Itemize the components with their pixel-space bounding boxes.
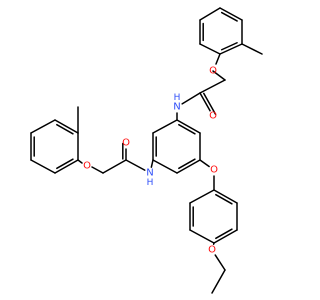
bond-33: [56, 158, 74, 170]
atom-labels: O O N H O O N H O O: [83, 66, 218, 256]
atom-o-left-carbonyl: O: [122, 138, 130, 149]
bond-10: [181, 92, 201, 105]
atom-o-ethoxy: O: [208, 245, 216, 256]
atom-o-top-carbonyl: O: [209, 111, 217, 122]
bond-45: [213, 189, 238, 204]
bond-56: [211, 269, 226, 294]
bond-19: [219, 7, 243, 21]
bond-1: [178, 123, 196, 135]
bond-15: [199, 43, 221, 55]
bond-13: [199, 79, 226, 94]
atom-n-left: N: [146, 168, 153, 179]
molecule-structure: O O N H O O N H O O: [30, 7, 263, 294]
atom-o-aryl-ether: O: [210, 165, 218, 176]
bond-20: [220, 11, 238, 22]
bond-12: [203, 92, 217, 115]
bond-53: [189, 189, 215, 204]
bond-18: [199, 7, 221, 21]
bond-50: [189, 229, 215, 244]
atom-o-top-ether: O: [209, 66, 217, 77]
bond-39: [56, 123, 74, 135]
bond-32: [54, 159, 79, 174]
bond-5: [152, 159, 178, 174]
bond-3: [176, 159, 201, 174]
atom-o-left-ether: O: [83, 161, 91, 172]
bond-46: [215, 193, 233, 205]
bond-48: [213, 229, 238, 244]
bond-11: [199, 92, 211, 112]
bond-55: [214, 254, 226, 271]
bond-34: [30, 159, 56, 174]
bond-0: [176, 119, 201, 134]
bond-41: [77, 159, 83, 164]
bond-25: [241, 43, 263, 55]
atom-n-top: N: [173, 102, 180, 113]
bond-8: [152, 119, 178, 134]
bonds: [30, 7, 263, 294]
bond-31: [91, 166, 104, 174]
bond-14: [212, 70, 226, 81]
bond-38: [54, 119, 79, 134]
bond-30: [102, 159, 127, 174]
bond-22: [219, 43, 243, 55]
atom-h-top: H: [174, 93, 181, 103]
bond-4: [178, 158, 196, 170]
bond-43: [199, 159, 210, 168]
bond-27: [125, 159, 146, 171]
atom-h-left: H: [147, 178, 154, 188]
bond-49: [215, 228, 233, 240]
bond-26: [150, 159, 154, 168]
bond-24: [215, 53, 221, 65]
bond-23: [220, 42, 238, 51]
bond-37: [30, 119, 56, 134]
